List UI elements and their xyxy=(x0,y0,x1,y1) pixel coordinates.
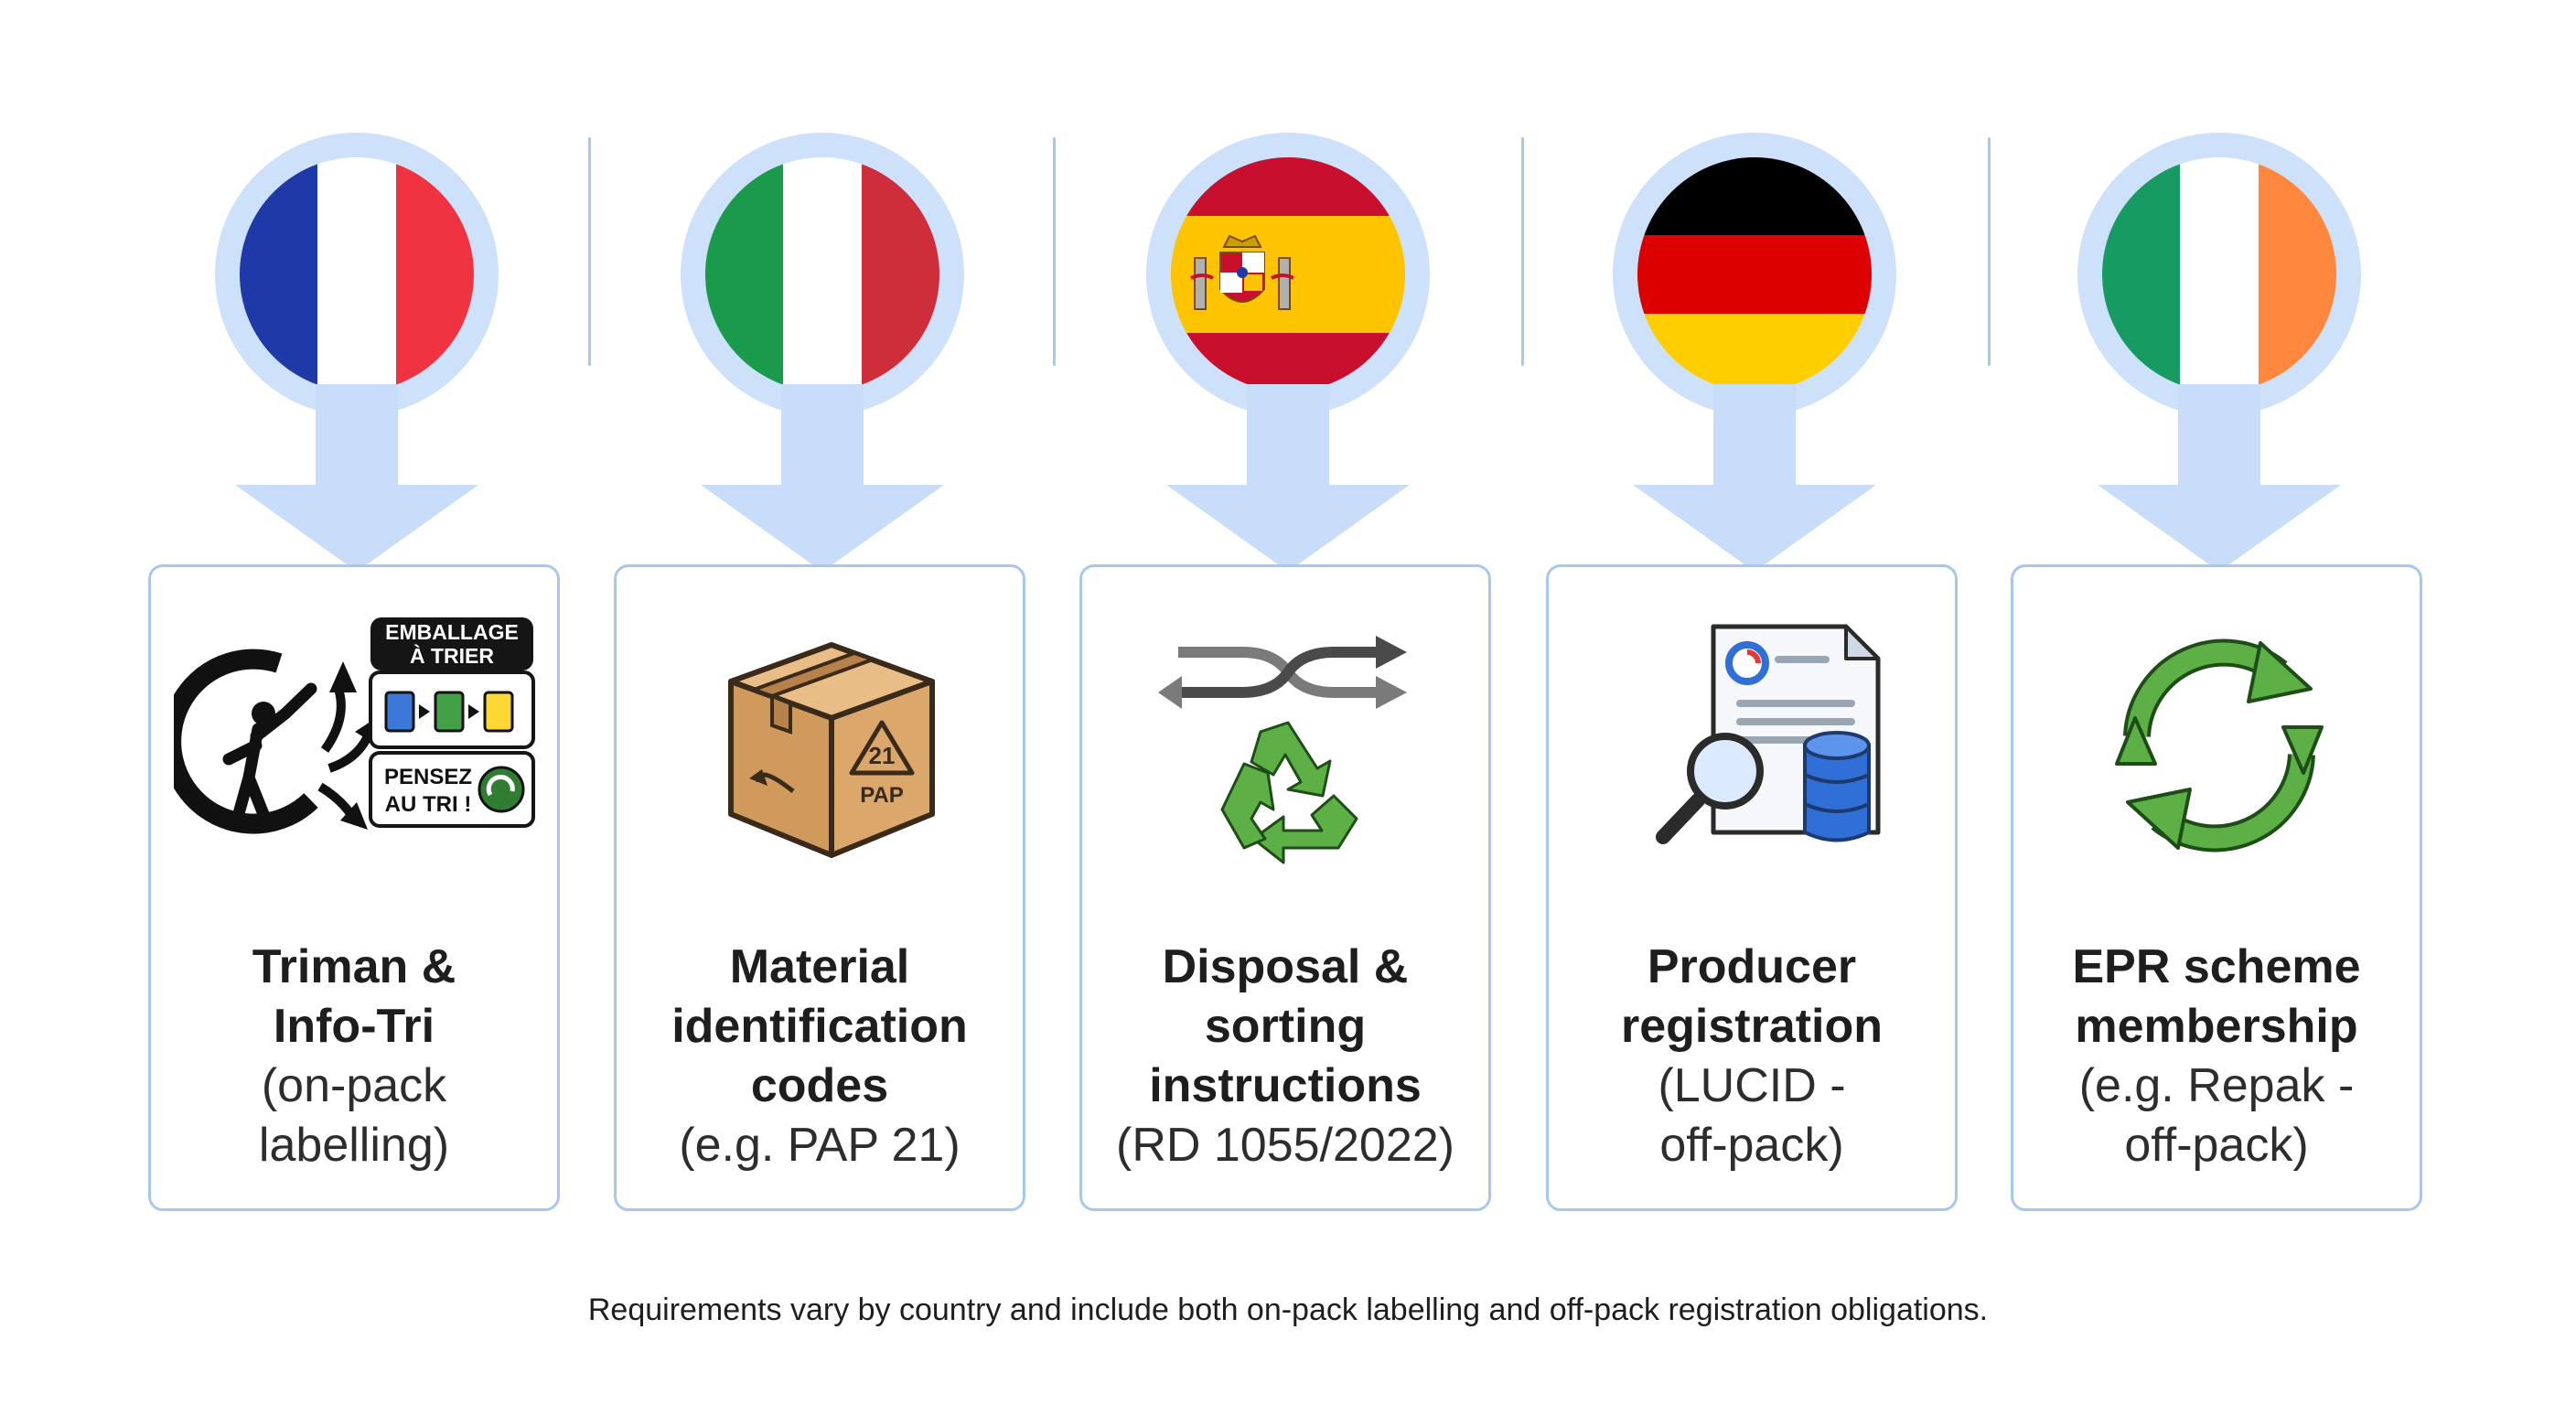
column-divider xyxy=(1988,137,1991,366)
card-subtitle-line: (e.g. PAP 21) xyxy=(679,1119,961,1172)
down-arrow-icon xyxy=(701,384,944,572)
triman-icon xyxy=(174,649,381,834)
triman-info-tri-icon: EMBALLAGE À TRIER PENSEZ AU TRI ! xyxy=(174,617,535,834)
card-title-line: Disposal & xyxy=(1162,940,1409,993)
svg-text:PAP: PAP xyxy=(860,783,904,808)
svg-text:EMBALLAGE: EMBALLAGE xyxy=(385,620,519,644)
card-subtitle-line: (on-pack xyxy=(261,1059,447,1112)
cardboard-box-icon: 21 PAP xyxy=(728,642,935,858)
recycle-icon xyxy=(1220,721,1358,864)
card-title-line: membership xyxy=(2075,1000,2358,1053)
card-title-line: Material xyxy=(729,940,910,993)
column-divider xyxy=(1053,137,1056,366)
column-divider xyxy=(1521,137,1524,366)
column-france: EMBALLAGE À TRIER PENSEZ AU TRI ! Triman… xyxy=(148,0,565,1226)
spain-flag xyxy=(1171,157,1405,391)
card-subtitle-line: (e.g. Repak - xyxy=(2078,1059,2355,1112)
flag-ring xyxy=(1146,133,1430,416)
card-title: Triman & Info-Tri (on-pack labelling) xyxy=(160,938,548,1175)
requirement-card: EMBALLAGE À TRIER PENSEZ AU TRI ! Triman… xyxy=(148,564,560,1211)
database-icon xyxy=(1803,731,1871,842)
info-tri-badge: EMBALLAGE À TRIER PENSEZ AU TRI ! xyxy=(369,617,535,828)
column-germany: Producer registration (LUCID - off-pack) xyxy=(1546,0,1963,1226)
card-title-line: instructions xyxy=(1149,1059,1422,1112)
card-subtitle-line: labelling) xyxy=(258,1119,450,1172)
card-title-line: sorting xyxy=(1204,1000,1367,1053)
card-title-line: registration xyxy=(1620,1000,1884,1053)
card-title-line: codes xyxy=(750,1059,889,1112)
card-title-line: identification xyxy=(671,1000,968,1053)
card-title: Material identification codes (e.g. PAP … xyxy=(626,938,1014,1175)
footnote: Requirements vary by country and include… xyxy=(587,1292,1989,1327)
down-arrow-icon xyxy=(2098,384,2341,572)
card-title: Producer registration (LUCID - off-pack) xyxy=(1558,938,1946,1175)
down-arrow-icon xyxy=(1633,384,1876,572)
france-flag xyxy=(240,157,474,391)
requirement-card: Producer registration (LUCID - off-pack) xyxy=(1546,564,1958,1211)
card-title-line: Info-Tri xyxy=(273,1000,435,1053)
sorting-arrows-recycle-icon xyxy=(1158,636,1407,864)
coat-of-arms-icon xyxy=(1190,234,1294,310)
flag-ring xyxy=(1613,133,1896,416)
svg-text:AU TRI !: AU TRI ! xyxy=(385,792,472,817)
ireland-flag xyxy=(2102,157,2336,391)
germany-flag xyxy=(1637,157,1872,391)
shuffle-arrows-icon xyxy=(1158,636,1407,709)
card-title: Disposal & sorting instructions (RD 1055… xyxy=(1091,938,1479,1175)
down-arrow-icon xyxy=(235,384,478,572)
column-ireland: EPR scheme membership (e.g. Repak - off-… xyxy=(2011,0,2428,1226)
requirement-card: Disposal & sorting instructions (RD 1055… xyxy=(1079,564,1491,1211)
down-arrow-icon xyxy=(1166,384,1410,572)
card-title-line: EPR scheme xyxy=(2072,940,2361,993)
card-title-line: Producer xyxy=(1647,940,1857,993)
flag-ring xyxy=(681,133,964,416)
column-spain: Disposal & sorting instructions (RD 1055… xyxy=(1079,0,1497,1226)
card-title: EPR scheme membership (e.g. Repak - off-… xyxy=(2023,938,2410,1175)
circular-arrows-icon xyxy=(2115,638,2324,853)
column-italy: 21 PAP Material identification codes (e.… xyxy=(614,0,1031,1226)
card-subtitle-line: off-pack) xyxy=(1659,1119,1844,1172)
svg-text:21: 21 xyxy=(869,742,896,769)
document-search-database-icon xyxy=(1656,624,1881,844)
flag-ring xyxy=(215,133,499,416)
italy-flag xyxy=(705,157,939,391)
column-divider xyxy=(588,137,591,366)
requirement-card: EPR scheme membership (e.g. Repak - off-… xyxy=(2011,564,2422,1211)
svg-text:À TRIER: À TRIER xyxy=(410,643,494,668)
card-title-line: Triman & xyxy=(252,940,456,993)
card-subtitle-line: (LUCID - xyxy=(1658,1059,1846,1112)
card-subtitle-line: (RD 1055/2022) xyxy=(1116,1119,1454,1172)
flag-ring xyxy=(2077,133,2361,416)
card-subtitle-line: off-pack) xyxy=(2124,1119,2309,1172)
svg-text:PENSEZ: PENSEZ xyxy=(384,765,472,789)
magnifier-icon xyxy=(1656,733,1764,844)
requirement-card: 21 PAP Material identification codes (e.… xyxy=(614,564,1025,1211)
